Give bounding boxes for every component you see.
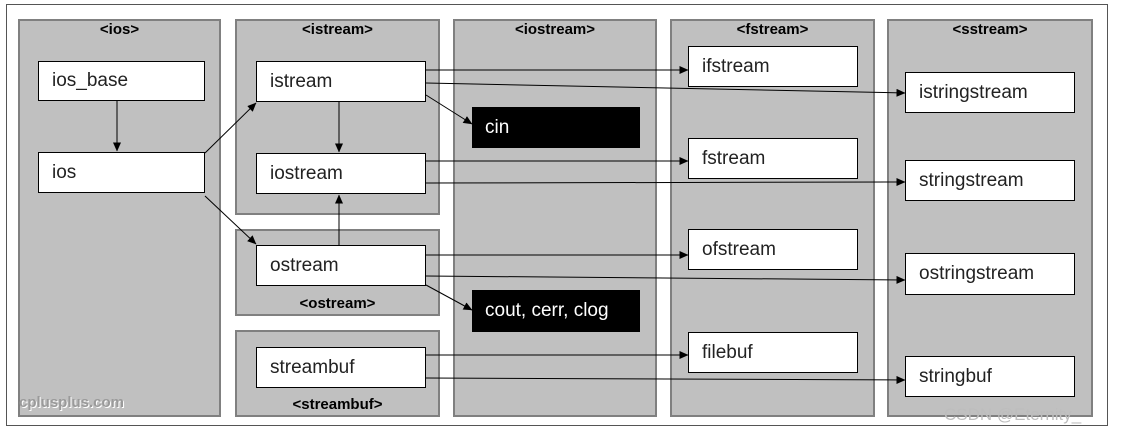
- node-ofstream: ofstream: [688, 229, 858, 270]
- panel-fstream-title: <fstream>: [736, 21, 809, 38]
- panel-ostream-title: <ostream>: [299, 295, 376, 312]
- node-fstream: fstream: [688, 138, 858, 179]
- node-ios-base: ios_base: [38, 61, 205, 101]
- node-streambuf: streambuf: [256, 347, 426, 388]
- node-istream: istream: [256, 61, 426, 102]
- credit-watermark: CSDN @Eternity_: [944, 405, 1082, 424]
- node-ifstream: ifstream: [688, 46, 858, 87]
- node-istringstream: istringstream: [905, 72, 1075, 113]
- panel-iostream: <iostream>: [453, 19, 657, 417]
- panel-iostream-title: <iostream>: [514, 21, 596, 38]
- source-watermark: cplusplus.com: [19, 394, 125, 411]
- node-ostringstream: ostringstream: [905, 253, 1075, 295]
- node-iostream: iostream: [256, 153, 426, 194]
- node-ios: ios: [38, 152, 205, 193]
- panel-istream-title: <istream>: [302, 21, 373, 38]
- panel-sstream-title: <sstream>: [952, 21, 1028, 38]
- panel-streambuf-title: <streambuf>: [292, 396, 383, 413]
- node-stringstream: stringstream: [905, 160, 1075, 201]
- node-cout-cerr-clog: cout, cerr, clog: [472, 290, 640, 332]
- node-stringbuf: stringbuf: [905, 356, 1075, 397]
- node-ostream: ostream: [256, 245, 426, 286]
- node-filebuf: filebuf: [688, 332, 858, 373]
- node-cin: cin: [472, 107, 640, 148]
- panel-ios-title: <ios>: [99, 21, 140, 38]
